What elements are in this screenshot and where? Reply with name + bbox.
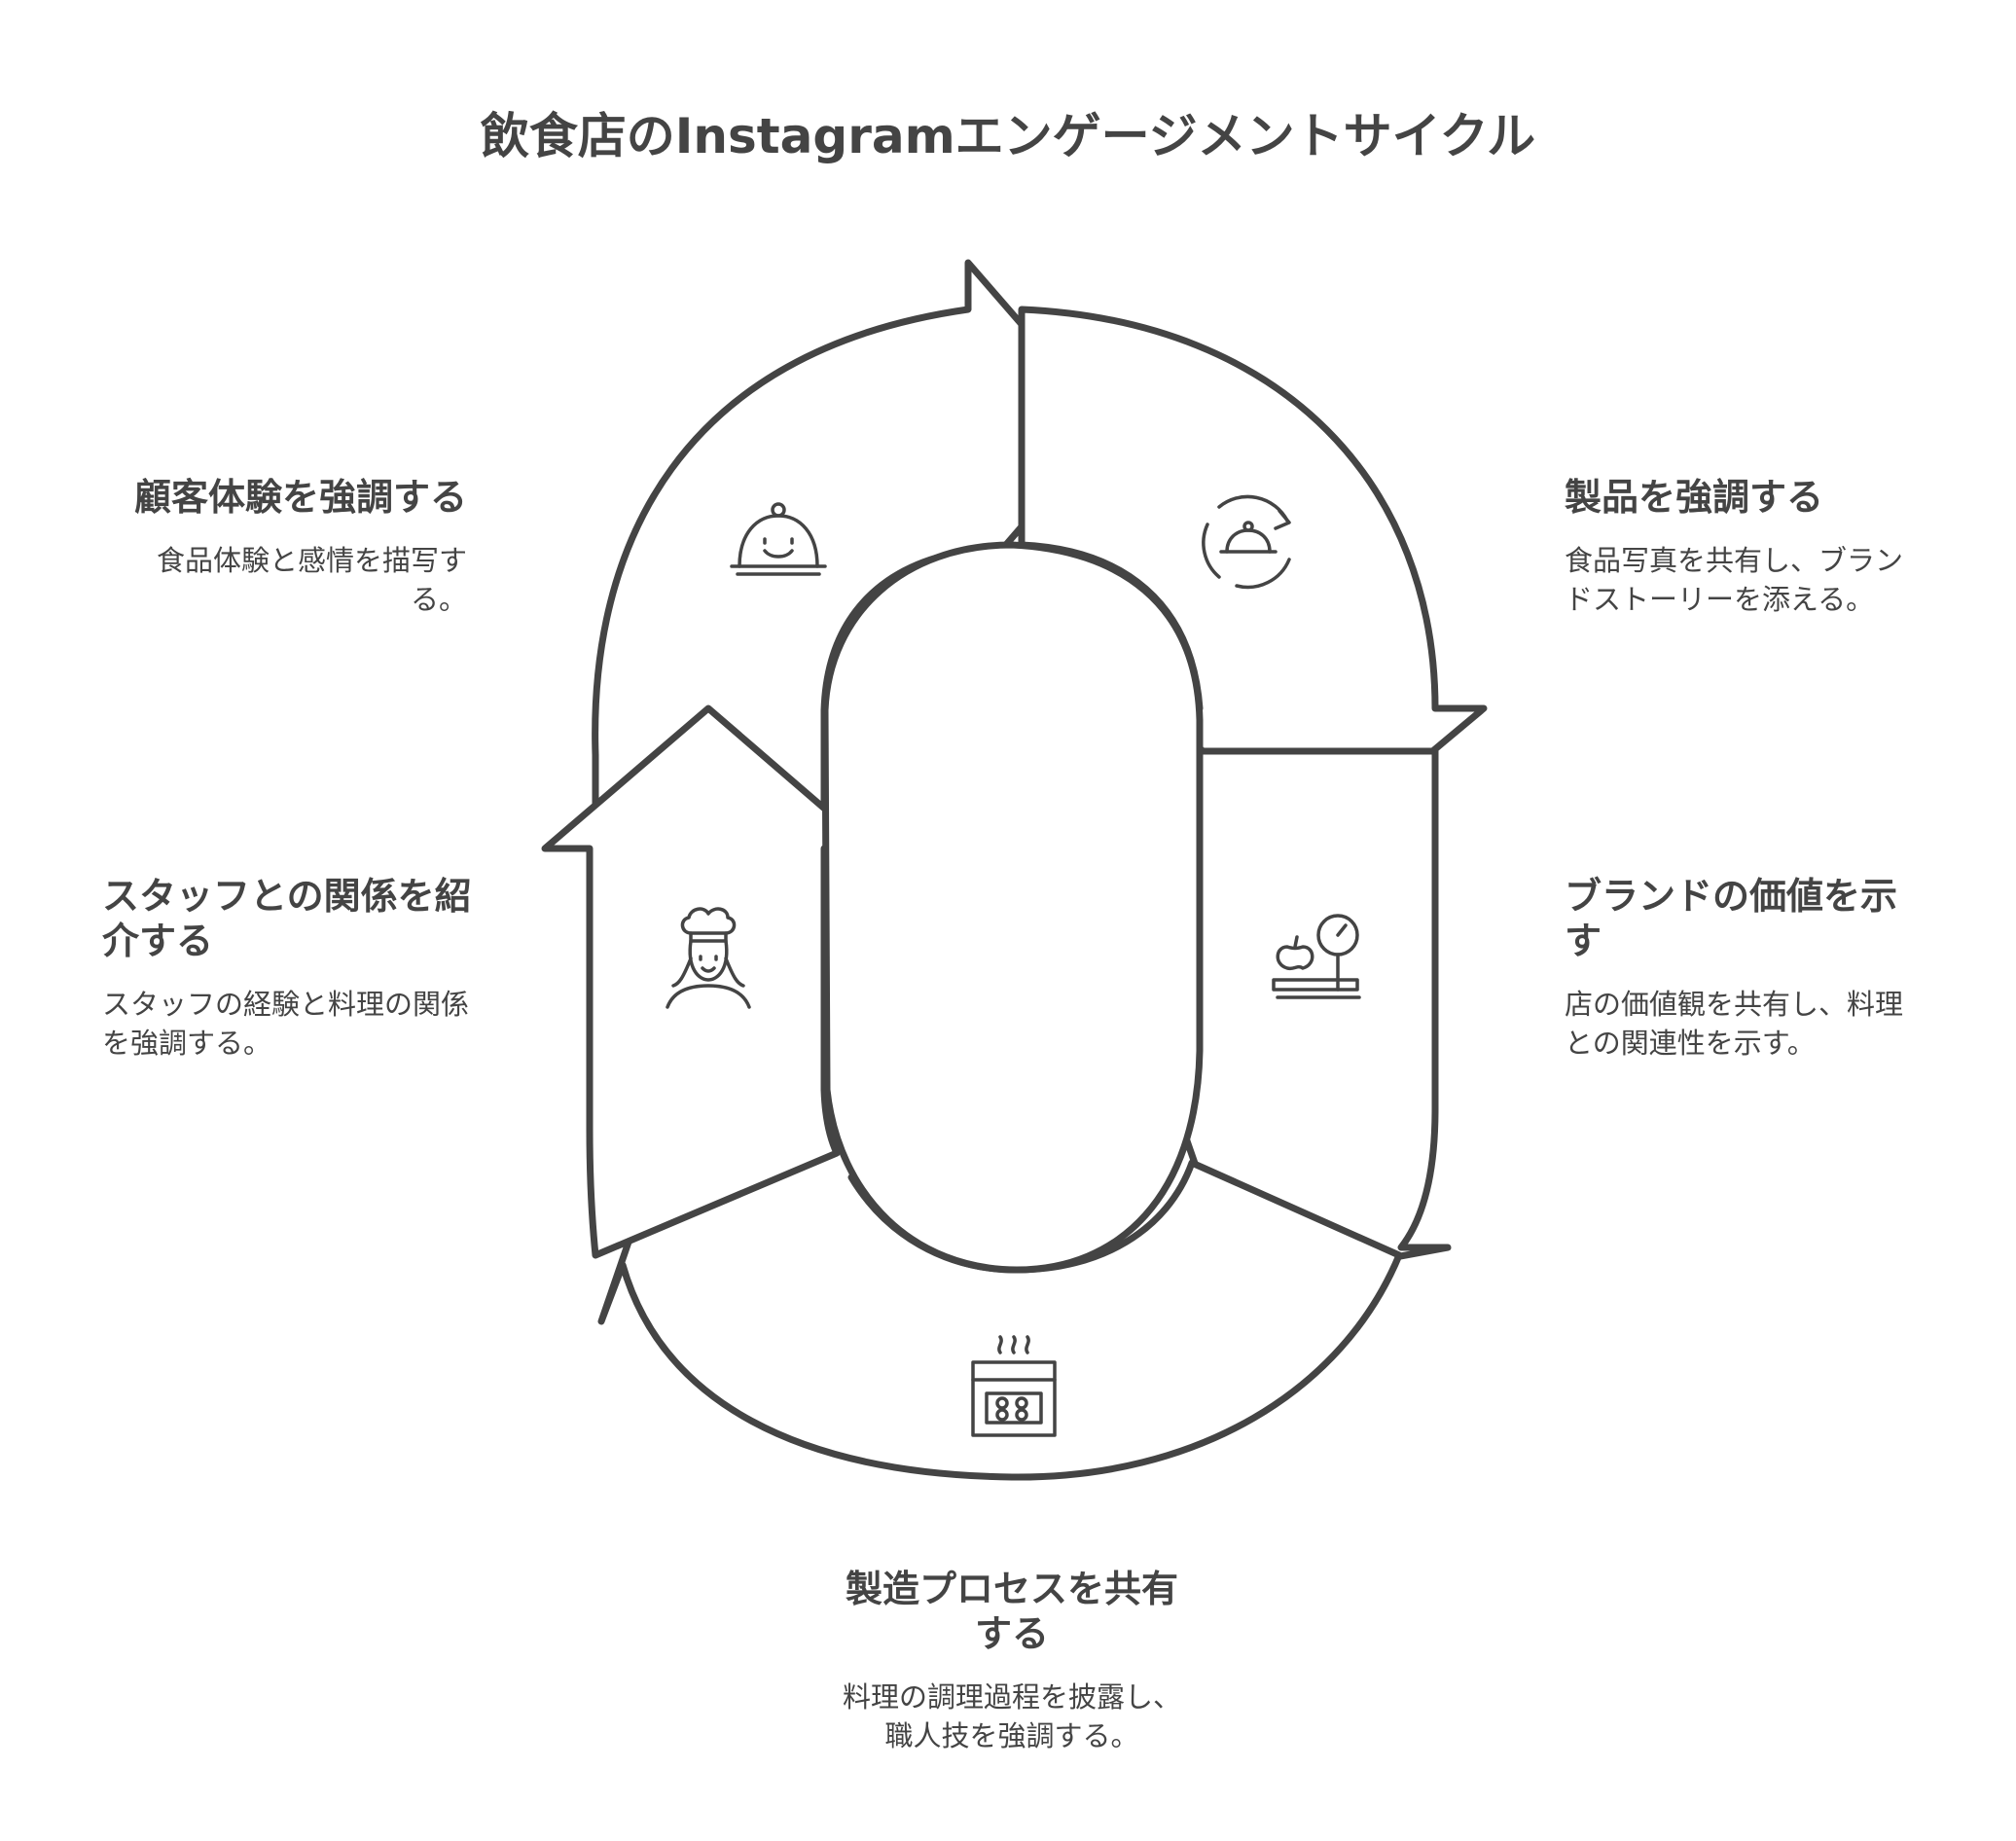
stage-heading: ブランドの価値を示す xyxy=(1565,875,1898,962)
stage-process: 製造プロセスを共有する 料理の調理過程を披露し、職人技を強調する。 xyxy=(832,1567,1192,1755)
oven-icon xyxy=(971,1335,1057,1437)
arrow-staff-to-experience xyxy=(541,704,875,1259)
smiling-cloche-icon xyxy=(730,502,827,576)
cloche-refresh-icon xyxy=(1202,494,1291,590)
inner-hole xyxy=(821,541,1204,1274)
stage-staff: スタッフとの関係を紹介する スタッフの経験と料理の関係を強調する。 xyxy=(102,874,472,1063)
stage-description: 店の価値観を共有し、料理との関連性を示す。 xyxy=(1565,988,1904,1060)
stage-description: スタッフの経験と料理の関係を強調する。 xyxy=(102,988,470,1060)
stage-brand-value: ブランドの価値を示す 店の価値観を共有し、料理との関連性を示す。 xyxy=(1565,874,1925,1063)
diagram-title: 飲食店のInstagramエンゲージメントサイクル xyxy=(480,108,1536,164)
stage-heading: 製造プロセスを共有する xyxy=(845,1568,1178,1655)
stage-description: 料理の調理過程を披露し、職人技を強調する。 xyxy=(842,1680,1181,1752)
chef-icon xyxy=(666,907,751,1009)
stage-customer-experience: 顧客体験を強調する 食品体験と感情を描写する。 xyxy=(97,475,467,619)
stage-heading: スタッフとの関係を紹介する xyxy=(102,875,472,962)
stage-description: 食品写真を共有し、ブランドストーリーを添える。 xyxy=(1565,544,1904,616)
apple-scale-icon xyxy=(1272,914,1361,999)
stage-heading: 顧客体験を強調する xyxy=(133,476,467,519)
stage-description: 食品体験と感情を描写する。 xyxy=(156,544,467,616)
stage-product: 製品を強調する 食品写真を共有し、ブランドストーリーを添える。 xyxy=(1565,475,1925,619)
stage-heading: 製品を強調する xyxy=(1565,476,1824,519)
